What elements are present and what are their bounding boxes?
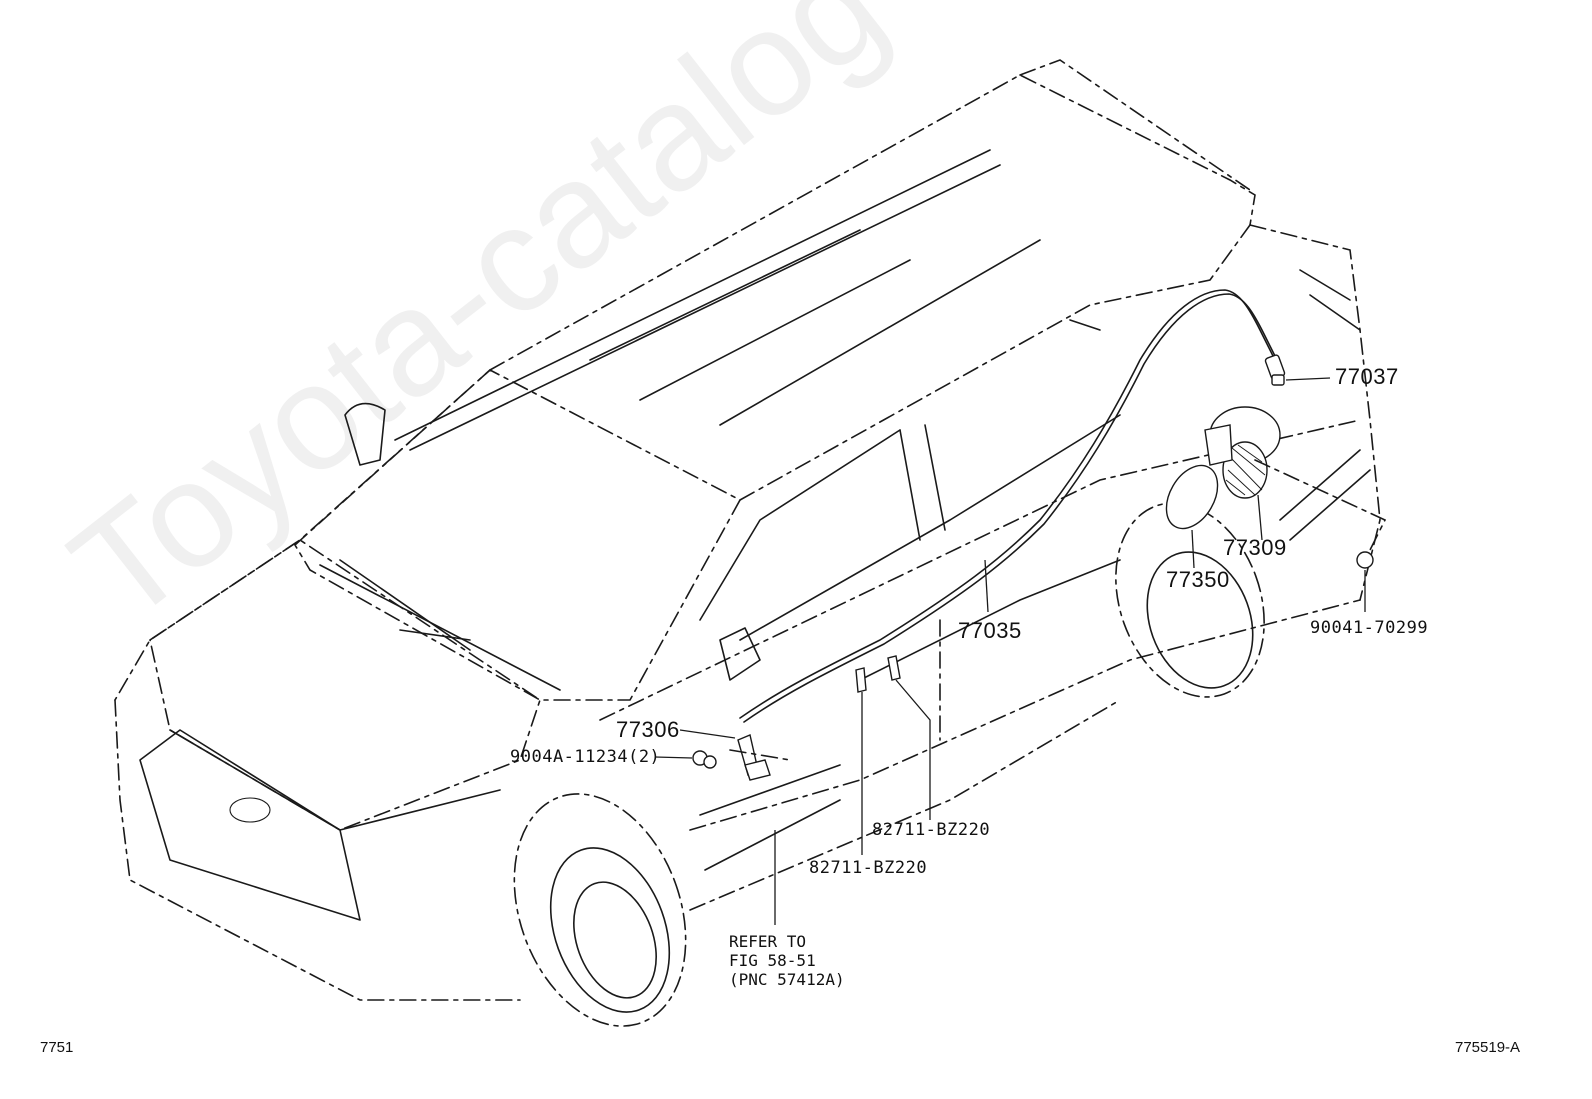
clip-82711-upper <box>887 655 931 820</box>
roof-outline <box>489 74 1256 371</box>
clip-82711-lower <box>855 667 867 855</box>
fuel-filler-housing-77309 <box>1204 406 1281 541</box>
part-label-77350: 77350 <box>1166 567 1230 592</box>
fuel-lid-77350 <box>1165 464 1219 569</box>
part-label-77035: 77035 <box>958 618 1022 643</box>
refer-note: REFER TO FIG 58-51 (PNC 57412A) <box>729 932 845 989</box>
part-label-82711-lower: 82711-BZ220 <box>809 858 928 878</box>
hood <box>149 539 541 831</box>
roof-rail-left <box>394 149 991 441</box>
side-window-frame <box>739 224 1251 501</box>
part-label-90041-70299: 90041-70299 <box>1310 618 1429 638</box>
part-label-77306: 77306 <box>616 717 680 742</box>
screw-9004a <box>654 750 717 769</box>
illustration-id: 775519-A <box>1455 1039 1521 1056</box>
figure-code: 7751 <box>40 1039 74 1056</box>
grille <box>139 729 361 921</box>
body-side <box>599 419 1361 721</box>
part-label-82711-upper: 82711-BZ220 <box>872 820 991 840</box>
lever-77306 <box>679 729 791 781</box>
rear-wheel-arch <box>1115 502 1265 698</box>
side-mirror <box>719 627 761 681</box>
fuel-lid-cable <box>739 289 1276 719</box>
nut-90041-70299 <box>1356 551 1374 612</box>
cable-lock-77037 <box>1264 354 1331 386</box>
part-label-77309: 77309 <box>1223 535 1287 560</box>
windshield <box>293 369 742 701</box>
part-label-9004a-11234: 9004A-11234(2) <box>510 747 661 767</box>
front-wheel-arch <box>513 793 687 1027</box>
rear-wheel <box>1146 551 1254 689</box>
part-label-77037: 77037 <box>1335 364 1399 389</box>
front-wheel <box>549 847 671 1013</box>
